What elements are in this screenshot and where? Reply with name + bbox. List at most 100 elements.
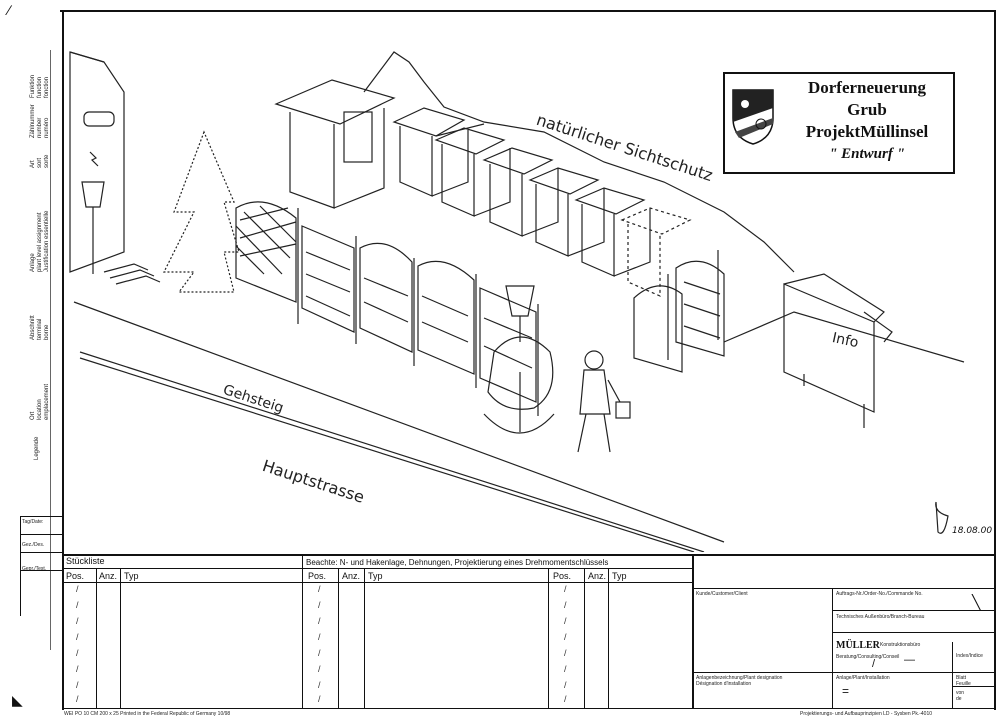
col-line xyxy=(338,568,339,708)
sidebar-row-line xyxy=(20,552,62,553)
parts-list-note: Beachte: N- und Hakenlage, Dehnungen, Pr… xyxy=(306,558,609,567)
header-typ-3: Typ xyxy=(612,571,627,581)
rb-vline xyxy=(832,588,833,708)
corner-mark-icon: ∕ xyxy=(8,2,11,18)
table-right-divider xyxy=(692,554,694,708)
row-mark: / xyxy=(564,632,567,642)
row-mark: / xyxy=(318,632,321,642)
row-mark: / xyxy=(76,616,79,626)
row-mark: / xyxy=(564,616,567,626)
rb-line xyxy=(692,672,994,673)
row-mark: / xyxy=(76,664,79,674)
rb-vline xyxy=(952,642,953,708)
customer-label: Kunde/Customer/Client xyxy=(696,591,748,597)
row-mark: / xyxy=(76,584,79,594)
col-line xyxy=(96,568,97,708)
row-mark: / xyxy=(76,680,79,690)
row-mark: / xyxy=(318,694,321,704)
mark-equals: = xyxy=(842,684,850,698)
col-line xyxy=(548,568,549,708)
sidebar-label-legend: Legende xyxy=(34,436,40,460)
sidebar-row-date: Tag/Date: xyxy=(22,519,44,525)
sidebar-label-location: Ort location emplacement xyxy=(30,383,50,420)
table-columns-line xyxy=(62,582,692,583)
col-line xyxy=(608,568,609,708)
col-line xyxy=(120,568,121,708)
footer-right: Projektierungs- und Aufbauprinzipien LD … xyxy=(800,711,933,717)
header-anz-3: Anz. xyxy=(588,571,607,581)
frame-bottom xyxy=(62,708,996,709)
frame-top xyxy=(60,10,996,12)
header-anz-2: Anz. xyxy=(342,571,361,581)
row-mark: / xyxy=(564,680,567,690)
row-mark: / xyxy=(318,664,321,674)
title-line-3: ProjektMüllinsel xyxy=(805,122,929,141)
mark-slash: / xyxy=(872,658,876,670)
header-typ-2: Typ xyxy=(368,571,383,581)
row-mark: / xyxy=(564,694,567,704)
frame-left xyxy=(62,10,64,710)
sidebar-vertical-line xyxy=(20,516,21,616)
of-label: von de xyxy=(956,690,965,702)
sketch-drawing xyxy=(69,51,965,552)
header-typ-1: Typ xyxy=(124,571,139,581)
frame-right xyxy=(994,10,996,710)
sidebar-label-number: Zählnummer number numéro xyxy=(30,104,50,138)
footer-left: WEI PO 10 CM 200 x 25 Printed in the Fed… xyxy=(64,711,231,717)
rb-line xyxy=(952,686,994,687)
corner-arrow-icon: ◣ xyxy=(12,692,23,708)
sidebar-row-drawn: Gez./Des. xyxy=(22,542,45,548)
sidebar-row-line xyxy=(20,570,62,571)
rb-line xyxy=(832,632,994,633)
header-pos-2: Pos. xyxy=(308,571,327,581)
col-line xyxy=(584,568,585,708)
sidebar-label-sort: Art sort sorte xyxy=(30,154,50,168)
row-mark: / xyxy=(76,632,79,642)
row-mark: / xyxy=(564,600,567,610)
office-label: Technisches Außenbüro/Branch-Bureau xyxy=(836,614,925,620)
mark-dash: — xyxy=(904,654,915,666)
plant-label: Anlage/Plant/Installation xyxy=(836,675,890,681)
header-anz-1: Anz. xyxy=(99,571,118,581)
header-pos-3: Pos. xyxy=(553,571,572,581)
plant-description-label: Anlagenbezeichnung/Plant designation Dés… xyxy=(696,675,783,687)
col-line xyxy=(302,554,303,708)
row-mark: / xyxy=(76,648,79,658)
row-mark: / xyxy=(76,600,79,610)
sheet-label: Blatt Feuille xyxy=(956,675,971,687)
sidebar-label-terminal: Abschnitt terminal borne xyxy=(30,315,50,340)
sidebar-row-line xyxy=(20,516,62,517)
company-sub: Konstruktionsbüro xyxy=(880,642,921,648)
consulting-label: Beratung/Consulting/Conseil xyxy=(836,654,900,660)
title-line-1: Dorferneuerung xyxy=(807,78,927,97)
rb-line xyxy=(692,588,994,589)
row-mark: / xyxy=(318,680,321,690)
sidebar-divider xyxy=(50,50,51,650)
title-box: Dorferneuerung Grub ProjektMüllinsel " E… xyxy=(723,72,955,174)
title-draft: " Entwurf " xyxy=(829,146,905,162)
row-mark: / xyxy=(318,584,321,594)
row-mark: / xyxy=(318,616,321,626)
header-pos-1: Pos. xyxy=(66,571,85,581)
col-line xyxy=(364,568,365,708)
row-mark: / xyxy=(564,648,567,658)
row-mark: / xyxy=(564,584,567,594)
coat-of-arms-icon xyxy=(732,89,774,145)
rb-line xyxy=(832,610,994,611)
title-line-2: Grub xyxy=(847,100,887,119)
sidebar-row-line xyxy=(20,534,62,535)
table-header-line xyxy=(62,568,692,569)
table-top-line xyxy=(62,554,996,556)
order-mark: ╲ xyxy=(972,594,981,610)
row-mark: / xyxy=(318,600,321,610)
sidebar-row-checked: Gepr./Test. xyxy=(22,566,47,572)
sidebar-label-function: Funktion function fonction xyxy=(30,74,50,98)
sidebar-label-plant: Anlage plant level assignment Justificat… xyxy=(30,210,50,272)
row-mark: / xyxy=(318,648,321,658)
order-label: Auftrags-Nr./Order-No./Commande No. xyxy=(836,591,923,597)
company-logo: MÜLLER xyxy=(836,640,880,651)
index-label: Index/Indice xyxy=(956,653,983,659)
row-mark: / xyxy=(76,694,79,704)
row-mark: / xyxy=(564,664,567,674)
signature-date: 18.08.00 xyxy=(952,526,993,536)
